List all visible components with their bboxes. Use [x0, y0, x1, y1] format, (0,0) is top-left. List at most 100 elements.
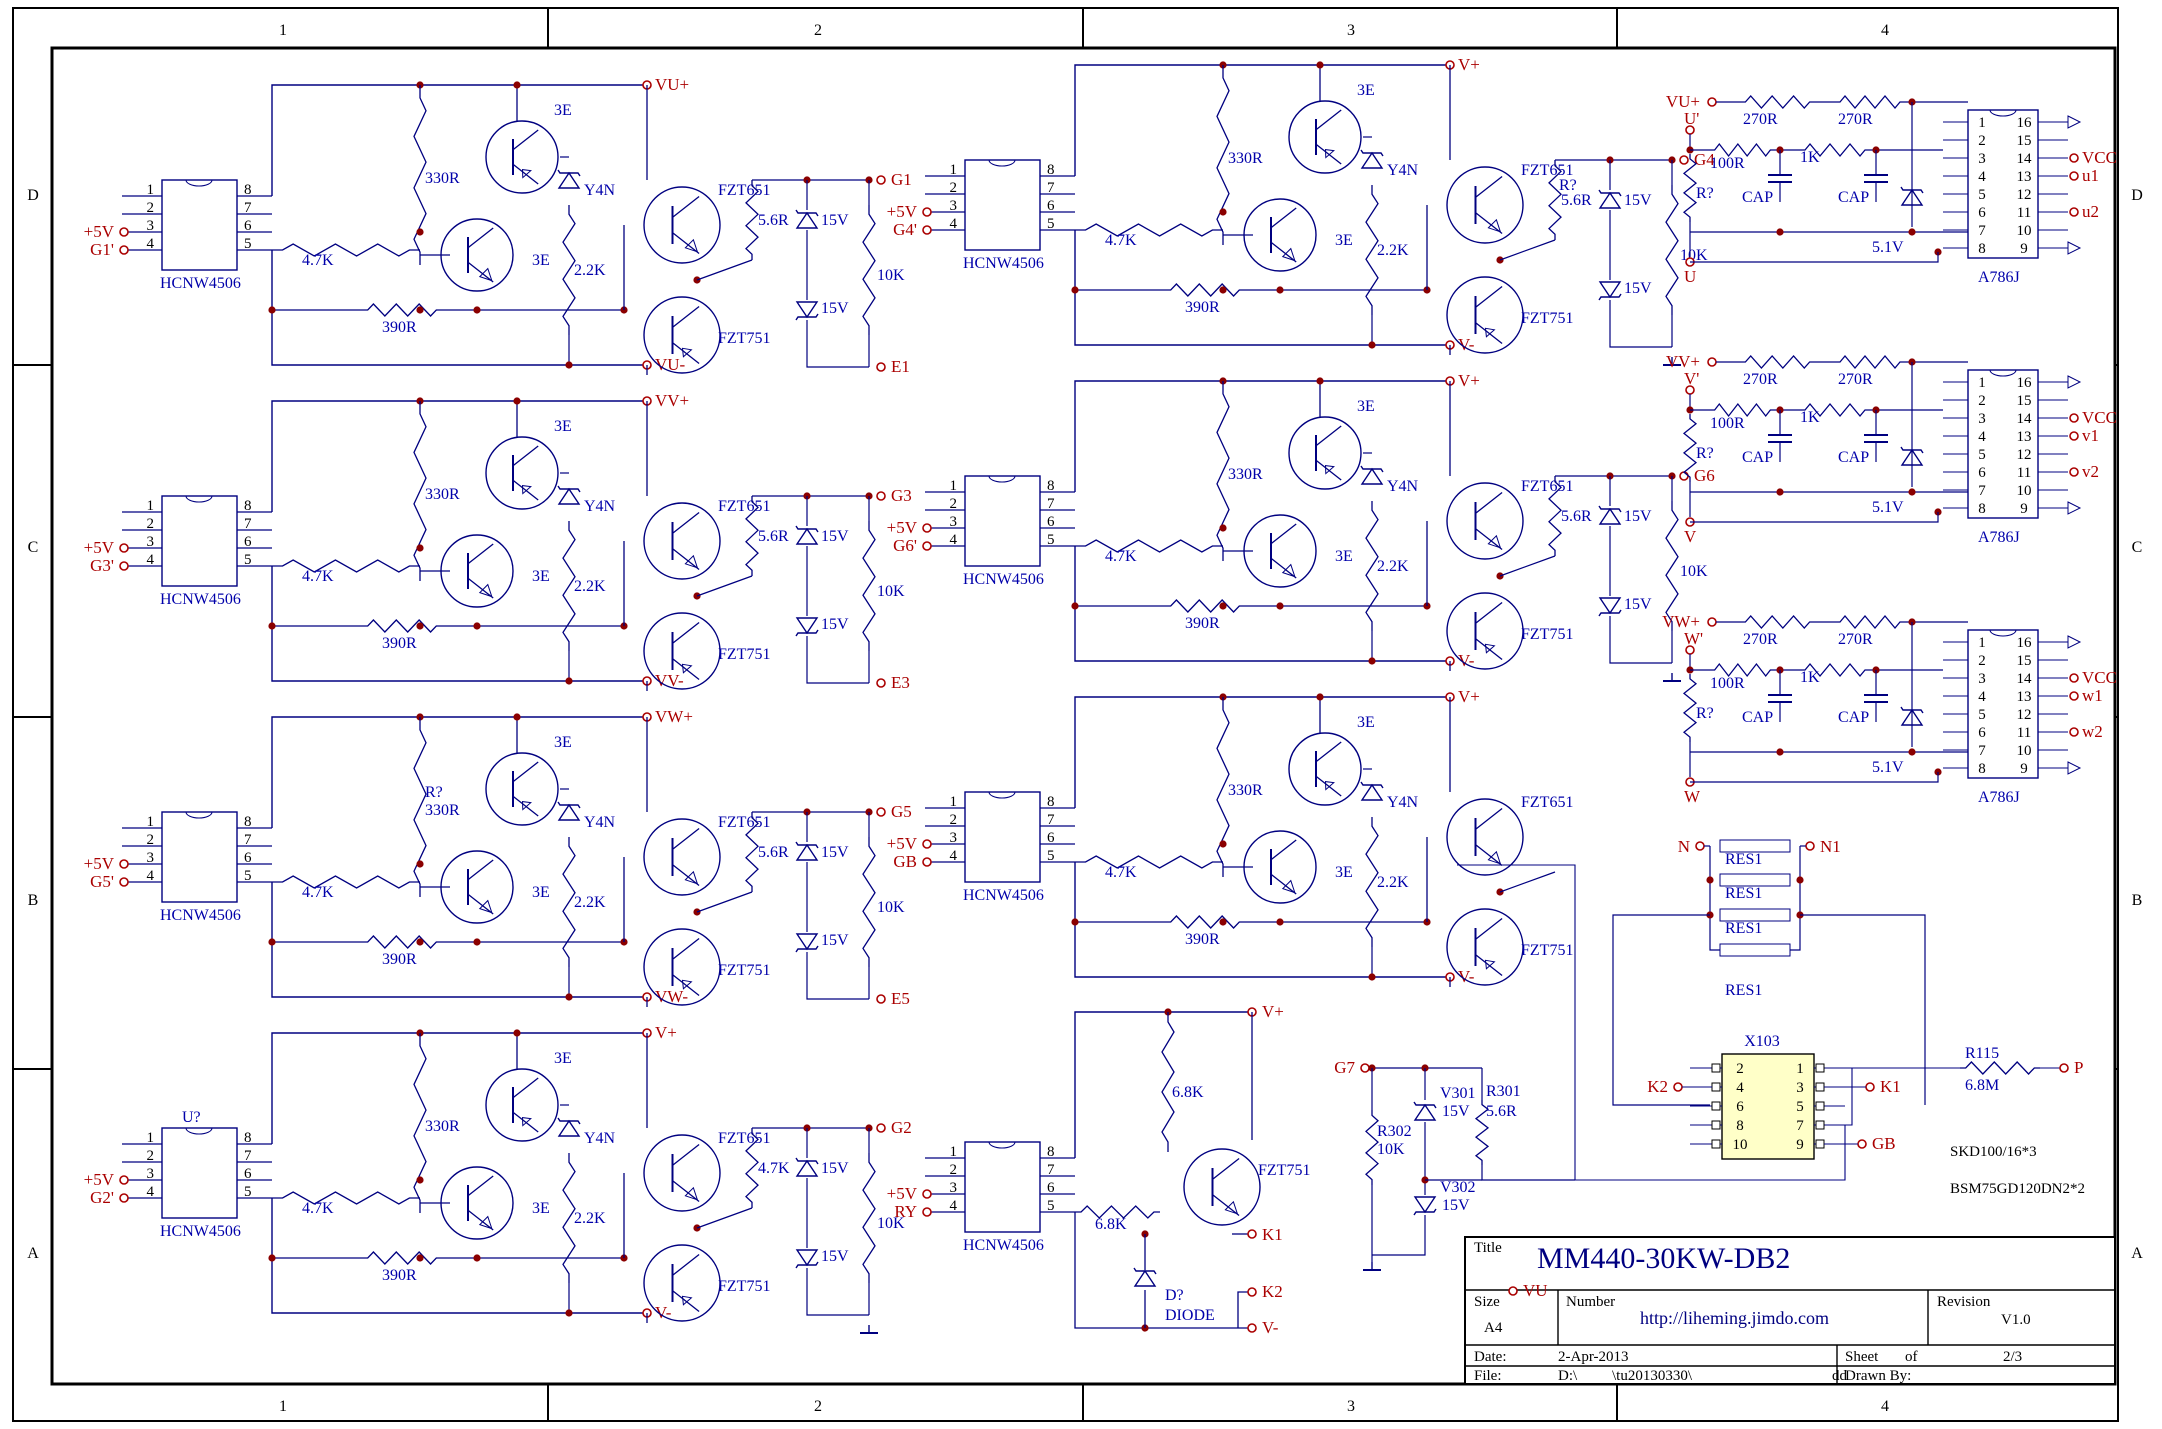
zener-bar [795, 209, 819, 217]
resistor-label: 390R [382, 1267, 417, 1284]
pin-number: 8 [1047, 794, 1055, 810]
pin-number: 2 [1978, 653, 1986, 669]
junction-dot [1368, 657, 1376, 665]
zener-label: 15V [821, 844, 849, 861]
junction-dot [1706, 876, 1714, 884]
transistor-collector [467, 859, 494, 881]
pin-number: 3 [1796, 1080, 1804, 1096]
port-terminal [2069, 413, 2079, 423]
port-terminal [1360, 1063, 1370, 1073]
transistor-emitter [672, 342, 700, 365]
pin-number: 11 [2017, 725, 2031, 741]
zener-diode [1900, 188, 1924, 206]
resistor-label: 6.8K [1095, 1216, 1127, 1233]
zener-diode [557, 803, 581, 821]
zener-diode [1360, 783, 1384, 801]
supply-rail [1074, 1011, 1252, 1158]
transistor-collector [512, 129, 539, 151]
transistor-collector [672, 827, 700, 850]
rail-net-minus: V- [1458, 335, 1475, 354]
emitter-arrow [684, 1186, 699, 1201]
rail-net-minus: V- [655, 1303, 672, 1322]
resistor-label: 330R [425, 486, 460, 503]
junction-dot [1316, 693, 1324, 701]
junction-dot [565, 677, 573, 685]
transistor-emitter [672, 974, 700, 997]
resistor [362, 619, 442, 633]
emitter-arrow [478, 899, 493, 914]
emitter-arrow [684, 238, 699, 253]
pin-pad [1815, 1101, 1825, 1111]
sensor-output: VCC [2082, 148, 2117, 167]
output-transistor-npn [1446, 482, 1524, 560]
zener-bar [795, 1157, 819, 1165]
resistor [862, 205, 876, 335]
resistor-label: 10K [1377, 1141, 1405, 1158]
port-terminal [1707, 617, 1717, 627]
pin-number: 1 [147, 498, 155, 514]
zener-bar [557, 169, 581, 177]
sensor-ic [1967, 109, 2039, 259]
resistor-label: 2.2K [1377, 874, 1409, 891]
transistor-emitter [1475, 528, 1503, 551]
transistor-bottom [440, 534, 514, 608]
port-terminal [876, 1123, 886, 1133]
supply-rail [271, 400, 647, 512]
pin-pad [1711, 1082, 1721, 1092]
output-transistor-npn [1446, 166, 1524, 244]
port-terminal [2069, 467, 2079, 477]
resistor [1474, 1100, 1490, 1165]
rail-net-plus: VW+ [655, 707, 693, 726]
wire [696, 1207, 753, 1229]
resistor [1075, 223, 1223, 237]
emitter-arrow [1224, 1200, 1239, 1215]
transistor-collector [672, 1143, 700, 1166]
pin-number: 6 [1047, 830, 1055, 846]
resistor-label: 5.6R [1561, 508, 1592, 525]
zener-bar [1360, 465, 1384, 473]
transistor-label: 3E [554, 734, 572, 751]
zener-label: 15V [1442, 1197, 1470, 1214]
port-terminal [119, 245, 129, 255]
junction-dot [1796, 876, 1804, 884]
pin-number: 3 [1978, 671, 1986, 687]
transistor-collector [467, 543, 494, 565]
transistor-emitter [1475, 322, 1503, 345]
emitter-arrow [1487, 850, 1502, 865]
zener-bar [1413, 1208, 1437, 1216]
emitter-arrow [1281, 247, 1296, 262]
port-terminal [876, 994, 886, 1004]
pin-pad [1711, 1139, 1721, 1149]
wire [1499, 871, 1556, 893]
zener-label: 15V [821, 1160, 849, 1177]
emitter-arrow [1484, 959, 1496, 970]
resistor [1365, 1110, 1379, 1185]
transistor-label: 3E [554, 1050, 572, 1067]
transistor-emitter [1270, 241, 1297, 263]
pin-number: 4 [1978, 689, 1986, 705]
gate-out-net: G1 [891, 170, 912, 189]
pin-number: 4 [147, 552, 155, 568]
module-k1: K1 [1880, 1077, 1901, 1096]
transistor-top [485, 436, 559, 510]
pin-number: 5 [1978, 447, 1986, 463]
resistor-label: 390R [1185, 299, 1220, 316]
rail-net-plus: V+ [1458, 371, 1480, 390]
optocoupler-ic [964, 159, 1041, 251]
supply-rail [271, 84, 647, 196]
pin-pad [1815, 1082, 1825, 1092]
junction-dot [1276, 602, 1284, 610]
pin-number: 13 [2017, 429, 2032, 445]
return-rail [1074, 862, 1450, 978]
of-label: of [1905, 1349, 1918, 1365]
pin-number: 7 [244, 200, 252, 216]
supply-rail [1074, 64, 1450, 176]
pin-number: 5 [1978, 707, 1986, 723]
transistor-label: FZT651 [718, 182, 770, 199]
resistor-label: 4.7K [302, 1200, 334, 1217]
